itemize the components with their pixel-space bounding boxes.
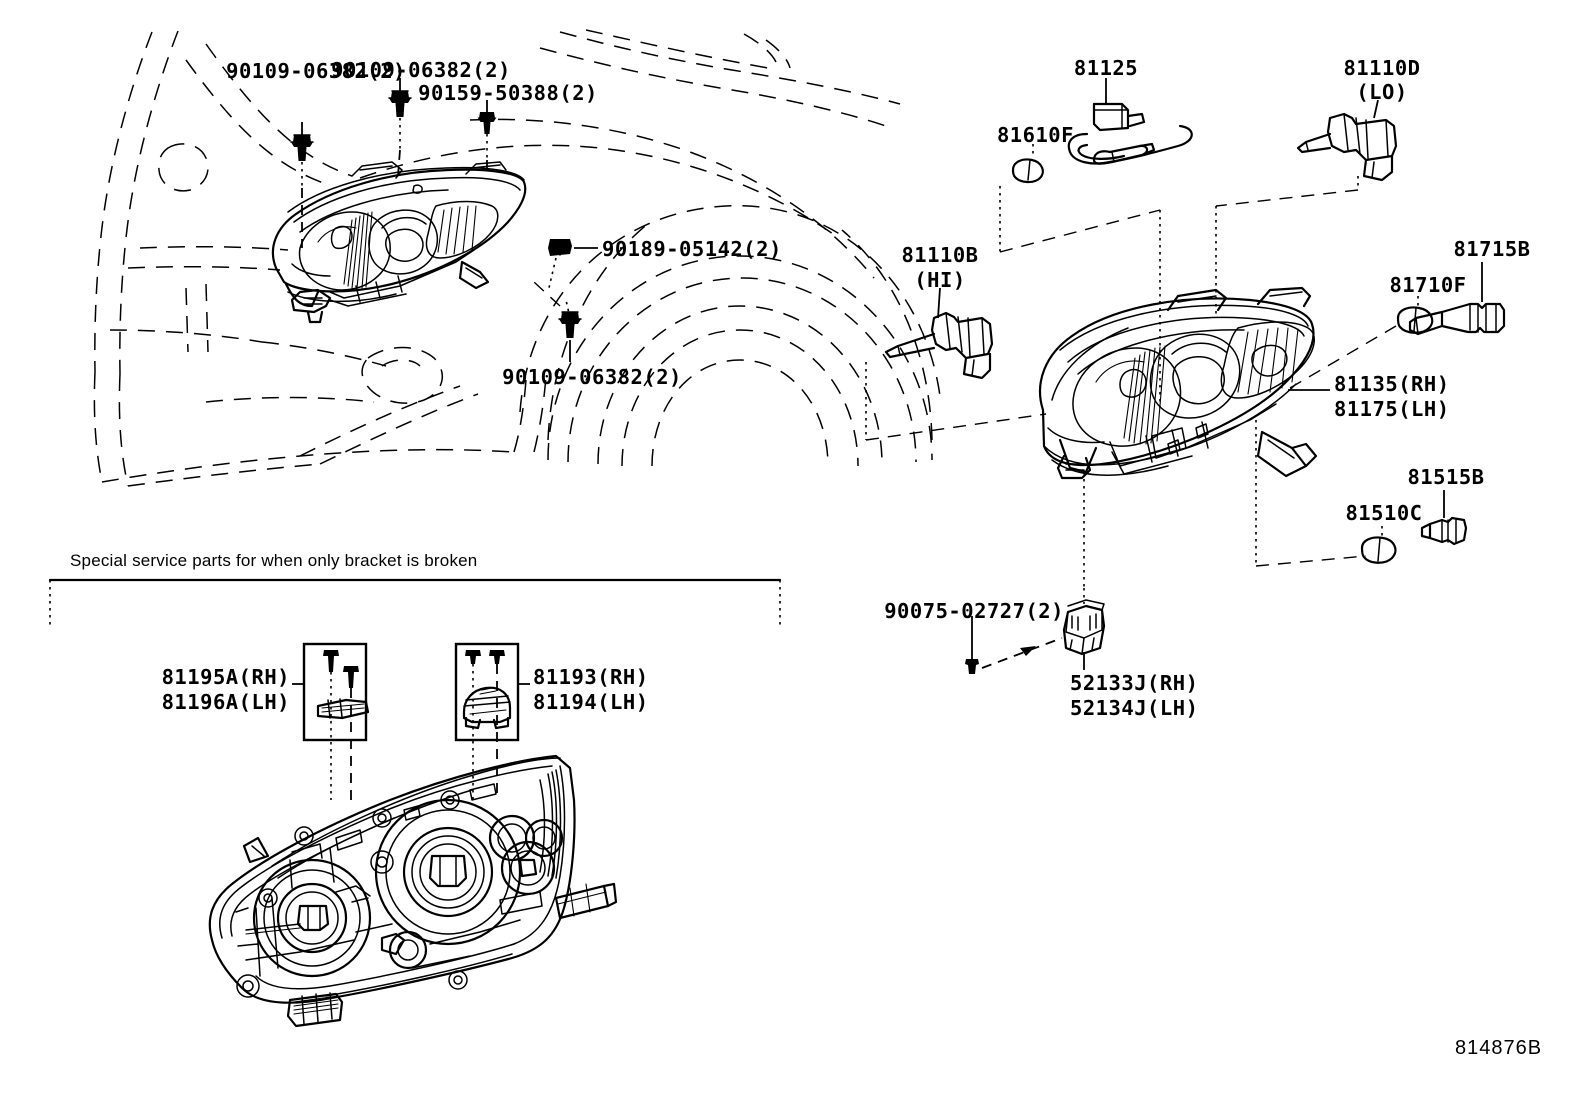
label-81196A-lh: 81196A(LH) (161, 690, 290, 714)
part-81135-headlamp-unit (1038, 286, 1330, 480)
part-81125-cord (1067, 78, 1193, 165)
bracket-detail-box-1 (302, 642, 368, 742)
label-90159-50388: 90159-50388(2) (418, 81, 598, 105)
label-81135-rh: 81135(RH) (1334, 372, 1450, 396)
label-81110B-mode: (HI) (914, 268, 966, 292)
headlamp-rear-housing (208, 754, 618, 1028)
headlamp-in-vehicle (271, 161, 527, 324)
bracket-detail-box-2 (454, 642, 520, 742)
special-service-section (48, 578, 782, 1028)
assembly-reference-lines (865, 176, 1397, 588)
label-81110B: 81110B (901, 243, 979, 267)
vehicle-front-view (93, 29, 941, 487)
fastener-callouts-vehicle (290, 78, 598, 362)
part-81610F-grommet (1011, 144, 1044, 184)
label-81175-lh: 81175(LH) (1334, 397, 1450, 421)
part-81110B-bulb-hi (884, 287, 994, 380)
label-81515B: 81515B (1407, 465, 1485, 489)
label-90075-02727: 90075-02727(2) (884, 599, 1064, 623)
label-81110D-mode: (LO) (1356, 80, 1408, 104)
part-81515B-socket (1420, 490, 1468, 546)
bracket-part-81195A (316, 650, 370, 720)
label-81125: 81125 (1073, 56, 1139, 80)
part-81110D-bulb-lo (1296, 99, 1398, 182)
part-52133J-connector (1062, 588, 1106, 670)
label-81510C: 81510C (1345, 501, 1423, 525)
part-90075-clip (965, 616, 1063, 674)
label-81195A-rh: 81195A(RH) (161, 665, 290, 689)
label-90109-06382-left: 90109-06382(2) (226, 59, 406, 83)
label-90189-05142: 90189-05142(2) (602, 237, 782, 261)
label-52134J-lh: 52134J(LH) (1070, 696, 1199, 720)
label-90109-06382-top: 90109-06382(2) (331, 58, 511, 82)
exploded-assembly-view (865, 78, 1506, 674)
label-81110D: 81110D (1343, 56, 1421, 80)
label-52133J-rh: 52133J(RH) (1070, 671, 1199, 695)
part-81510C-cap (1360, 526, 1397, 564)
label-81610F: 81610F (996, 123, 1074, 147)
special-service-note: Special service parts for when only brac… (70, 551, 478, 570)
part-81710F-cap (1396, 296, 1434, 334)
diagram-code: 814876B (1455, 1037, 1543, 1059)
label-81710F: 81710F (1389, 273, 1467, 297)
label-81193-rh: 81193(RH) (533, 665, 649, 689)
label-90109-06382-lower: 90109-06382(2) (502, 365, 682, 389)
label-81715B: 81715B (1453, 237, 1531, 261)
label-81194-lh: 81194(LH) (533, 690, 649, 714)
bracket-part-81193 (462, 650, 512, 730)
